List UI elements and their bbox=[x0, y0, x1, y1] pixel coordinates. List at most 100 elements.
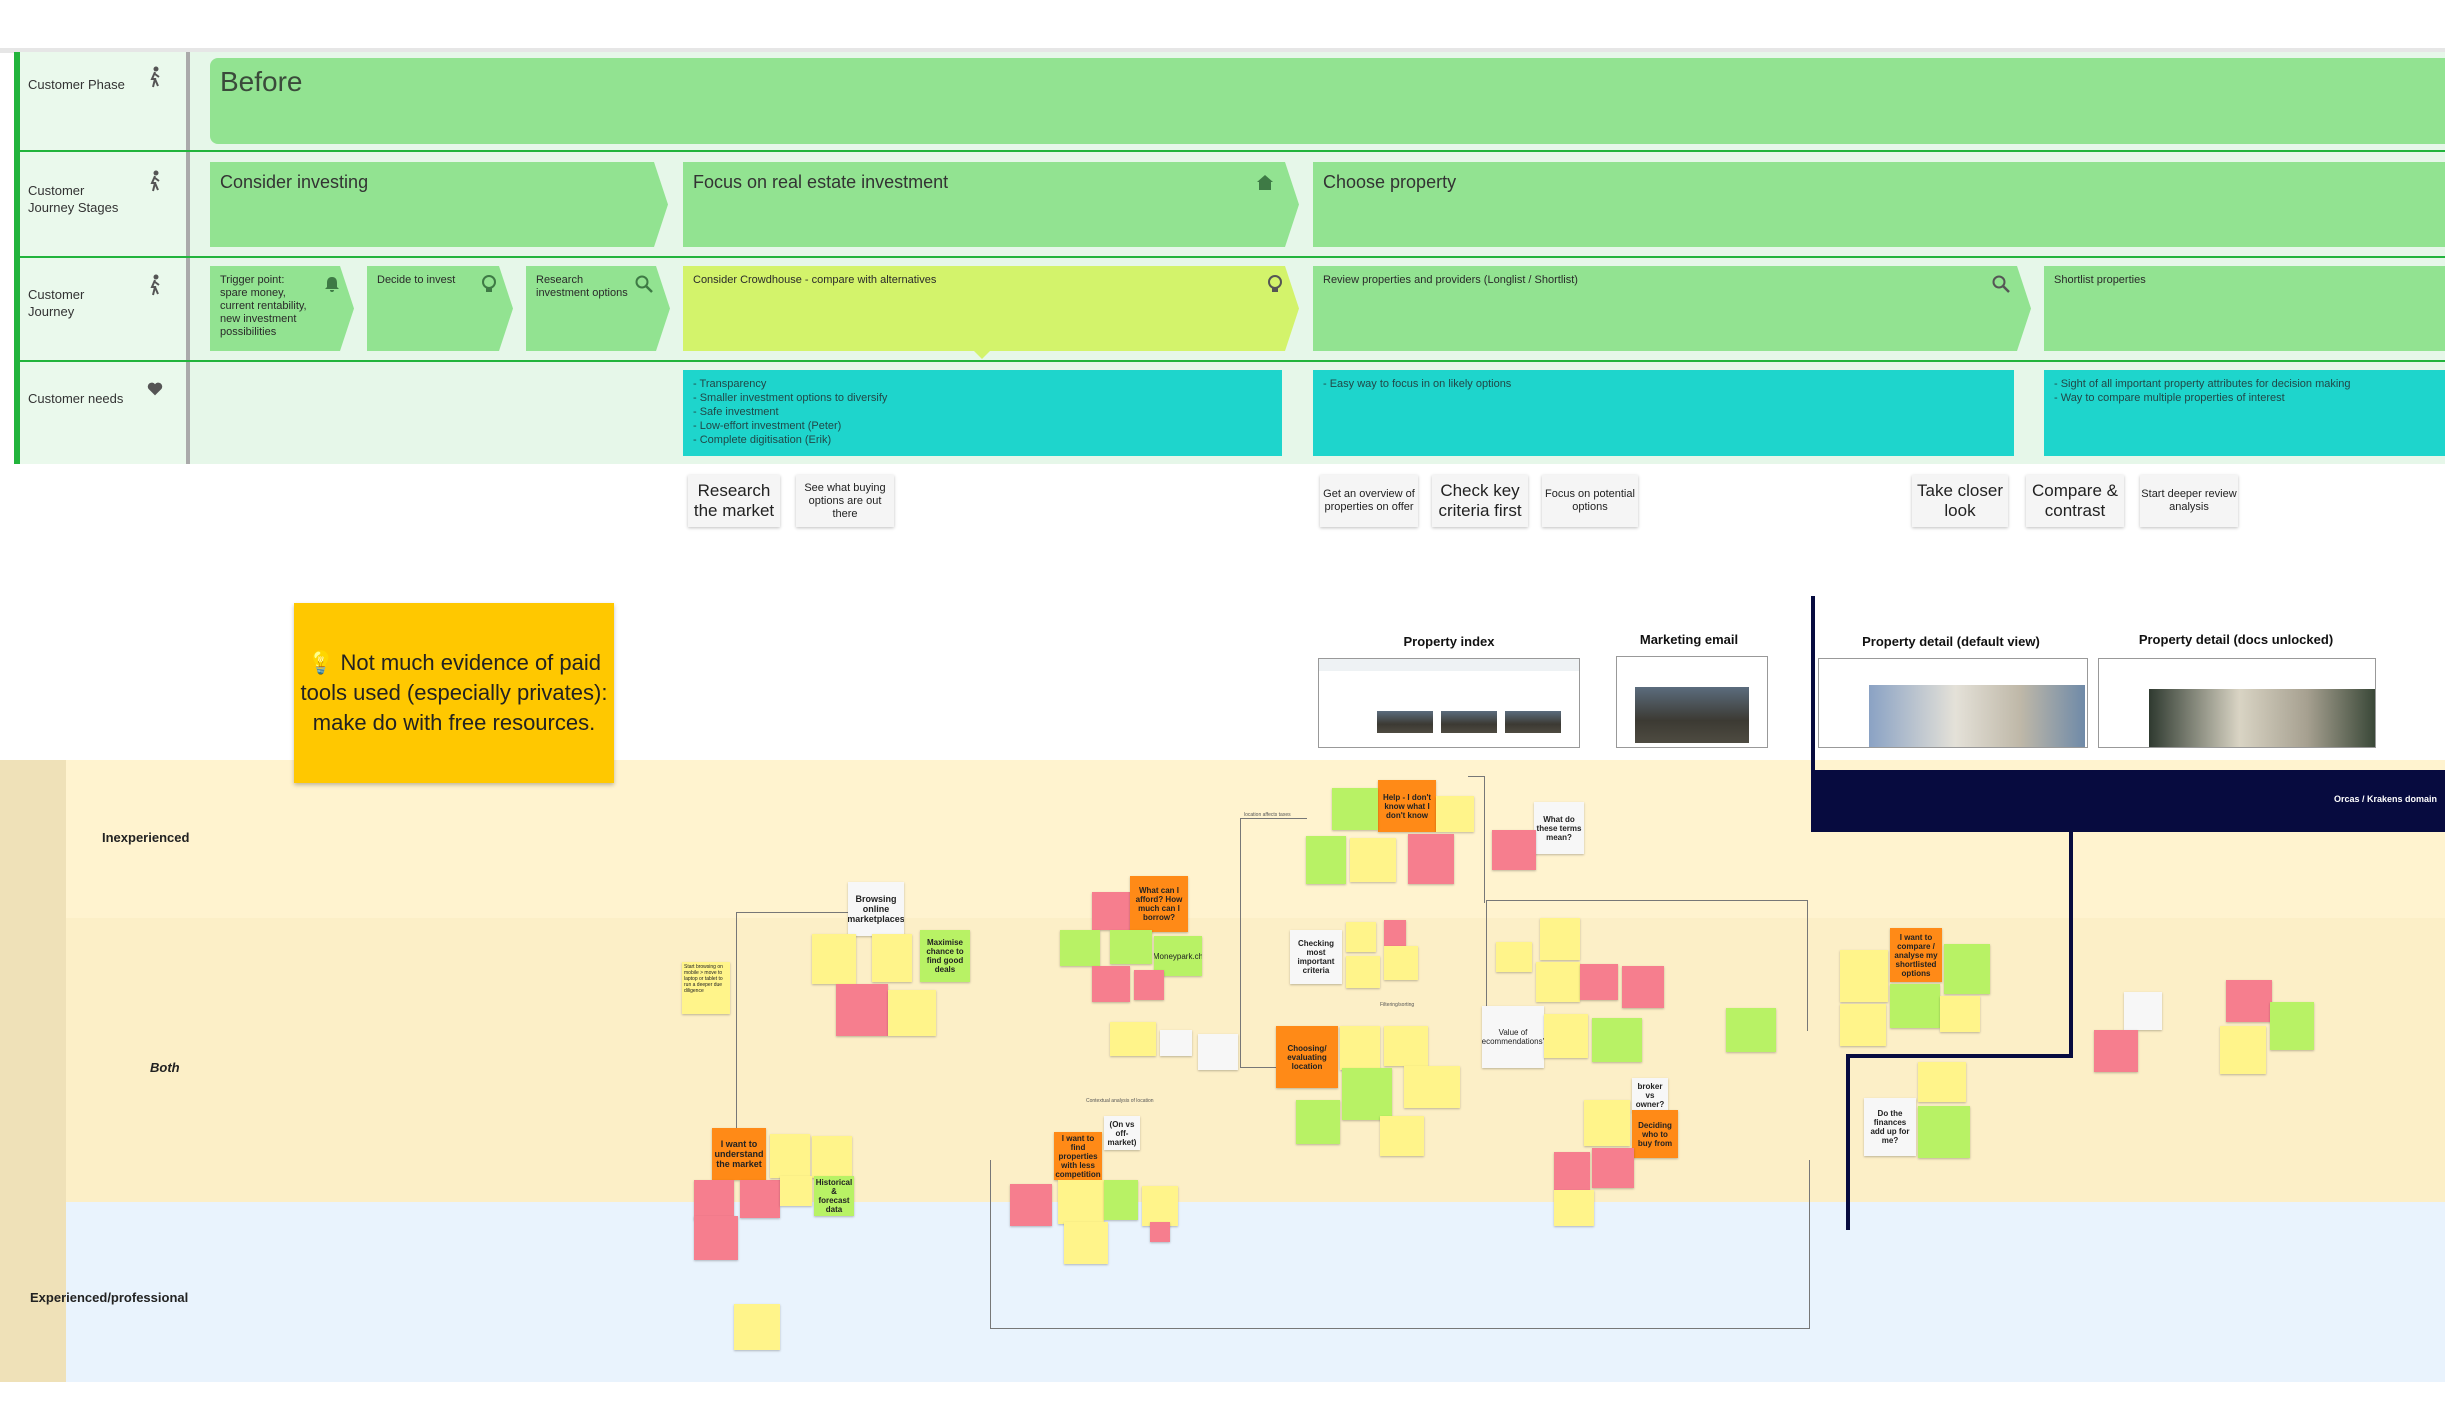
screen-title-detail-default: Property detail (default view) bbox=[1862, 634, 2040, 649]
card-buying-options: See what buying options are out there bbox=[796, 475, 894, 527]
journey-label: Research investment options bbox=[536, 274, 628, 299]
band-label-experienced: Experienced/professional bbox=[30, 1290, 189, 1305]
row-label-phase: Customer Phase bbox=[28, 77, 125, 92]
screen-title-marketing-email: Marketing email bbox=[1639, 632, 1739, 647]
sticky-note bbox=[1198, 1034, 1238, 1070]
sticky-note bbox=[2220, 1026, 2266, 1074]
bell-icon bbox=[322, 274, 342, 294]
sticky-note bbox=[694, 1180, 734, 1220]
screen-property-index bbox=[1318, 658, 1580, 748]
row-divider bbox=[14, 256, 2445, 258]
screen-marketing-email bbox=[1616, 656, 1768, 748]
band-label-inexperienced: Inexperienced bbox=[102, 830, 190, 845]
sticky-browsing: Browsing online marketplaces bbox=[848, 882, 904, 936]
sticky-note bbox=[1092, 966, 1130, 1002]
sticky-note bbox=[780, 1176, 812, 1206]
journey-consider-crowdhouse: Consider Crowdhouse - compare with alter… bbox=[683, 266, 1299, 351]
sticky-note bbox=[888, 990, 936, 1036]
sticky-note bbox=[1584, 1100, 1630, 1146]
sticky-note bbox=[1622, 966, 1664, 1008]
lightbulb-icon bbox=[1265, 274, 1285, 294]
sticky-note bbox=[2270, 1002, 2314, 1050]
note-paid-tools: 💡 Not much evidence of paid tools used (… bbox=[294, 603, 614, 783]
sticky-note bbox=[1010, 1184, 1052, 1226]
domain-line bbox=[1846, 1054, 1850, 1230]
sticky-moneypark: Moneypark.ch bbox=[1154, 936, 1202, 976]
stage-consider-investing: Consider investing bbox=[210, 162, 668, 247]
needs-text: - Sight of all important property attrib… bbox=[2054, 378, 2351, 404]
journey-trigger-point: Trigger point: spare money, current rent… bbox=[210, 266, 354, 351]
sticky-note bbox=[1890, 984, 1940, 1028]
sticky-afford: What can I afford? How much can I borrow… bbox=[1130, 876, 1188, 932]
connector-line bbox=[990, 1160, 1810, 1329]
journey-label: Shortlist properties bbox=[2054, 274, 2146, 286]
sticky-note bbox=[1306, 836, 1346, 884]
sticky-deciding: Deciding who to buy from bbox=[1632, 1110, 1678, 1158]
sticky-note bbox=[2094, 1030, 2138, 1072]
sticky-note bbox=[1384, 920, 1406, 946]
connector-line bbox=[1486, 900, 1808, 1031]
card-compare: Compare & contrast bbox=[2026, 475, 2124, 527]
sticky-historical: Historical & forecast data bbox=[814, 1176, 854, 1216]
journey-label: Consider Crowdhouse - compare with alter… bbox=[693, 274, 937, 286]
domain-divider bbox=[1811, 596, 1815, 832]
person-icon bbox=[150, 66, 160, 88]
sticky-help: Help - I don't know what I don't know bbox=[1378, 780, 1436, 832]
sticky-compare-analyse: I want to compare / analyse my shortlist… bbox=[1890, 928, 1942, 982]
journey-label: Decide to invest bbox=[377, 274, 456, 286]
sticky-note bbox=[1944, 944, 1990, 994]
sticky-note bbox=[1840, 1004, 1886, 1046]
sticky-note bbox=[1160, 1030, 1192, 1056]
sticky-note bbox=[1592, 1018, 1642, 1062]
sticky-note bbox=[1350, 838, 1396, 882]
sticky-note bbox=[1134, 970, 1164, 1000]
sticky-note bbox=[1408, 834, 1454, 884]
journey-review-properties: Review properties and providers (Longlis… bbox=[1313, 266, 2031, 351]
domain-band: Orcas / Krakens domain bbox=[1812, 770, 2445, 832]
journey-research-options: Research investment options bbox=[526, 266, 670, 351]
stage-label: Consider investing bbox=[220, 172, 369, 192]
sticky-finances: Do the finances add up for me? bbox=[1864, 1098, 1916, 1156]
sticky-note bbox=[1404, 1066, 1460, 1108]
person-icon bbox=[150, 274, 160, 296]
sticky-note bbox=[694, 1216, 738, 1260]
sticky-note bbox=[1332, 788, 1378, 830]
sticky-note bbox=[1058, 1180, 1104, 1224]
sticky-terms: What do these terms mean? bbox=[1534, 802, 1584, 854]
screen-detail-default bbox=[1818, 658, 2088, 748]
card-focus-options: Focus on potential options bbox=[1542, 475, 1638, 527]
search-icon bbox=[1991, 274, 2011, 294]
card-key-criteria: Check key criteria first bbox=[1432, 475, 1528, 527]
sticky-note bbox=[1940, 996, 1980, 1032]
top-divider bbox=[0, 48, 2445, 53]
sticky-broker: broker vs owner? bbox=[1632, 1078, 1668, 1112]
sticky-note bbox=[1110, 930, 1152, 964]
connector-line bbox=[1468, 776, 1485, 903]
sticky-understand-market: I want to understand the market bbox=[712, 1128, 766, 1180]
sticky-note bbox=[1496, 942, 1532, 972]
journey-decide-invest: Decide to invest bbox=[367, 266, 513, 351]
band-label-both: Both bbox=[150, 1060, 180, 1075]
sticky-note bbox=[836, 984, 888, 1036]
sticky-checking: Checking most important criteria bbox=[1290, 930, 1342, 984]
sticky-note bbox=[1436, 796, 1474, 832]
sticky-note bbox=[1110, 1022, 1156, 1056]
journey-shortlist: Shortlist properties bbox=[2044, 266, 2445, 351]
card-overview: Get an overview of properties on offer bbox=[1320, 475, 1418, 527]
needs-text: - Easy way to focus in on likely options bbox=[1323, 378, 1512, 390]
sticky-note bbox=[1380, 1116, 1424, 1156]
sticky-note bbox=[2124, 992, 2162, 1030]
tiny-label: Contextual analysis of location bbox=[1086, 1098, 1154, 1104]
journey-label: Trigger point: spare money, current rent… bbox=[220, 274, 307, 338]
sticky-note bbox=[1840, 950, 1888, 1002]
heart-icon bbox=[147, 382, 163, 396]
sticky-note bbox=[872, 934, 912, 982]
tiny-label: location affects taxes bbox=[1244, 812, 1291, 818]
sticky-note bbox=[1536, 962, 1580, 1002]
screen-title-property-index: Property index bbox=[1403, 634, 1495, 649]
sticky-note bbox=[1142, 1186, 1178, 1226]
sticky-note bbox=[1554, 1190, 1594, 1226]
sticky-note bbox=[1540, 918, 1580, 960]
search-icon bbox=[634, 274, 654, 294]
sticky-note bbox=[812, 1136, 852, 1178]
